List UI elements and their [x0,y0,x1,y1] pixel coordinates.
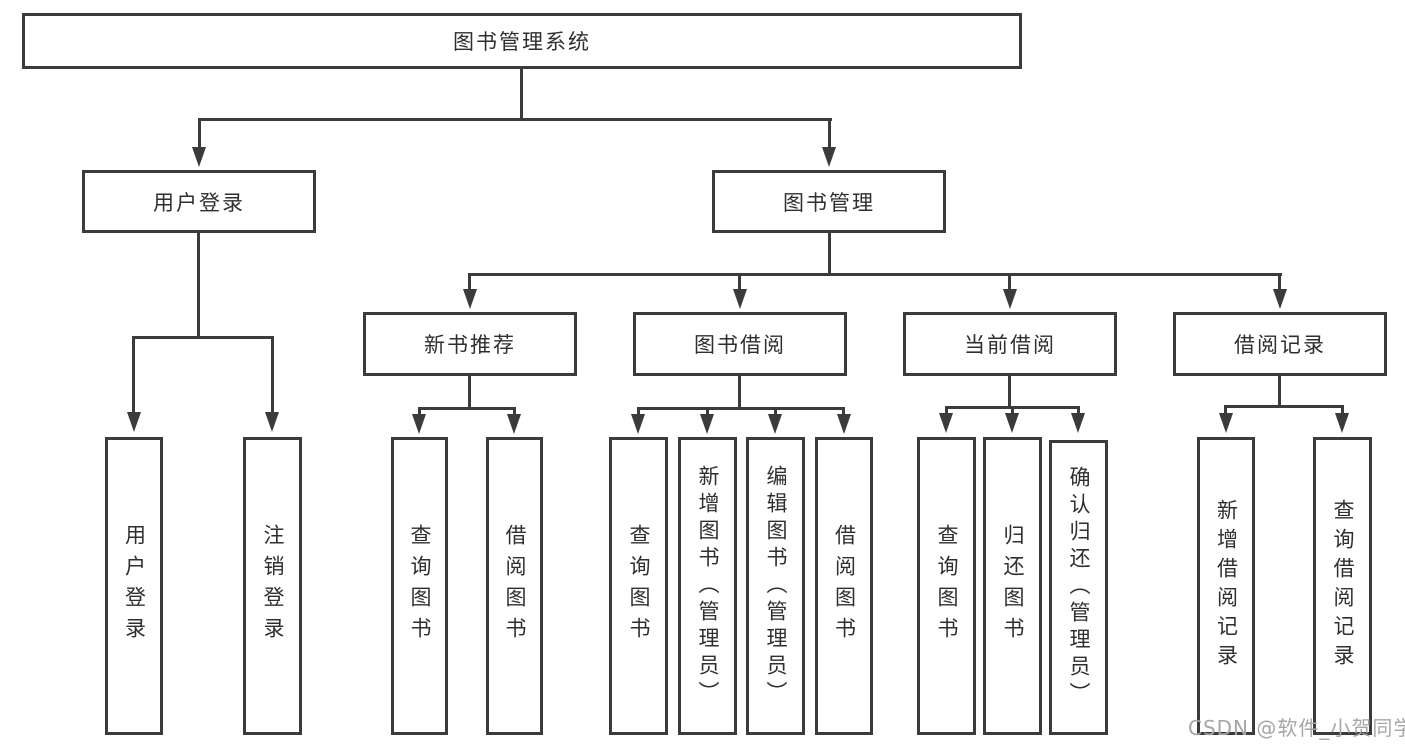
connector-line [945,406,948,415]
connector-line [520,69,523,118]
leaf-current-return-book-label: 归还图书 [1001,524,1025,648]
arrow-down-icon [700,414,714,434]
connector-line [468,376,471,407]
connector-line [1011,406,1014,415]
connector-line [513,407,516,416]
leaf-borrow-query-book-label: 查询图书 [627,524,651,648]
csdn-watermark: CSDN @软件_小贺同学 [1188,716,1405,740]
connector-line [842,407,845,416]
leaf-current-confirm-return-label: 确认归还（管理员） [1067,466,1091,709]
connector-line [774,407,777,416]
arrow-down-icon [1335,413,1349,433]
arrow-down-icon [265,412,279,432]
connector-line [271,336,274,412]
arrow-down-icon [1219,413,1233,433]
leaf-recommend-query-book: 查询图书 [391,437,448,735]
arrow-down-icon [507,414,521,434]
node-current-borrow: 当前借阅 [903,312,1117,376]
node-borrow-record: 借阅记录 [1173,312,1387,376]
arrow-down-icon [939,413,953,433]
connector-line [1008,376,1011,406]
arrow-down-icon [822,147,836,167]
node-user-login: 用户登录 [82,170,316,233]
connector-line [468,273,1282,276]
connector-line [132,336,135,412]
connector-line [1224,405,1227,414]
leaf-borrow-query-book: 查询图书 [609,437,668,735]
connector-line [637,407,640,416]
connector-line [1278,376,1281,405]
connector-line [738,376,741,407]
leaf-borrow-borrow-book: 借阅图书 [815,437,873,735]
leaf-record-add: 新增借阅记录 [1197,437,1255,735]
leaf-borrow-edit-book-label: 编辑图书（管理员） [764,464,788,708]
connector-line [1224,405,1344,408]
connector-line [1077,406,1080,415]
leaf-borrow-borrow-book-label: 借阅图书 [832,524,857,648]
node-new-book-recommend: 新书推荐 [363,312,577,376]
leaf-user-login-label: 用户登录 [122,524,147,648]
connector-line [828,118,831,148]
leaf-record-add-label: 新增借阅记录 [1214,499,1239,673]
arrow-down-icon [1005,413,1019,433]
leaf-record-query: 查询借阅记录 [1313,437,1372,735]
leaf-user-login: 用户登录 [105,437,163,735]
leaf-borrow-add-book: 新增图书（管理员） [678,437,737,735]
leaf-current-confirm-return: 确认归还（管理员） [1049,440,1108,735]
connector-line [198,118,832,121]
arrow-down-icon [1273,289,1287,309]
node-borrow-record-label: 借阅记录 [1234,333,1326,357]
node-book-management: 图书管理 [712,170,946,233]
node-book-borrow: 图书借阅 [633,312,847,376]
connector-line [197,233,200,336]
leaf-recommend-query-book-label: 查询图书 [408,524,432,648]
leaf-recommend-borrow-book-label: 借阅图书 [503,524,527,648]
connector-line [198,118,201,148]
leaf-recommend-borrow-book: 借阅图书 [486,437,543,735]
connector-line [1341,405,1344,414]
arrow-down-icon [192,147,206,167]
connector-line [637,407,845,410]
node-root-label: 图书管理系统 [453,30,591,54]
arrow-down-icon [733,289,747,309]
leaf-borrow-add-book-label: 新增图书（管理员） [696,464,720,708]
connector-line [418,407,421,416]
leaf-logout-label: 注销登录 [261,524,285,648]
arrow-down-icon [1003,289,1017,309]
arrow-down-icon [412,414,426,434]
arrow-down-icon [768,414,782,434]
leaf-logout: 注销登录 [243,437,302,735]
arrow-down-icon [631,414,645,434]
node-root: 图书管理系统 [22,13,1022,69]
leaf-current-return-book: 归还图书 [983,437,1042,735]
connector-line [1278,273,1281,290]
arrow-down-icon [837,414,851,434]
leaf-current-query-book-label: 查询图书 [935,524,959,648]
node-user-login-label: 用户登录 [153,190,245,215]
node-book-borrow-label: 图书借阅 [694,333,786,357]
node-current-borrow-label: 当前借阅 [964,333,1056,357]
connector-line [1008,273,1011,290]
leaf-record-query-label: 查询借阅记录 [1331,499,1355,673]
node-book-management-label: 图书管理 [783,190,875,215]
arrow-down-icon [1071,413,1085,433]
leaf-current-query-book: 查询图书 [917,437,976,735]
leaf-borrow-edit-book: 编辑图书（管理员） [746,437,805,735]
connector-line [828,233,831,273]
node-new-book-recommend-label: 新书推荐 [424,333,516,357]
arrow-down-icon [127,412,141,432]
connector-line [468,273,471,290]
arrow-down-icon [463,289,477,309]
connector-line [418,407,516,410]
connector-line [738,273,741,290]
connector-line [706,407,709,416]
connector-line [132,336,274,339]
